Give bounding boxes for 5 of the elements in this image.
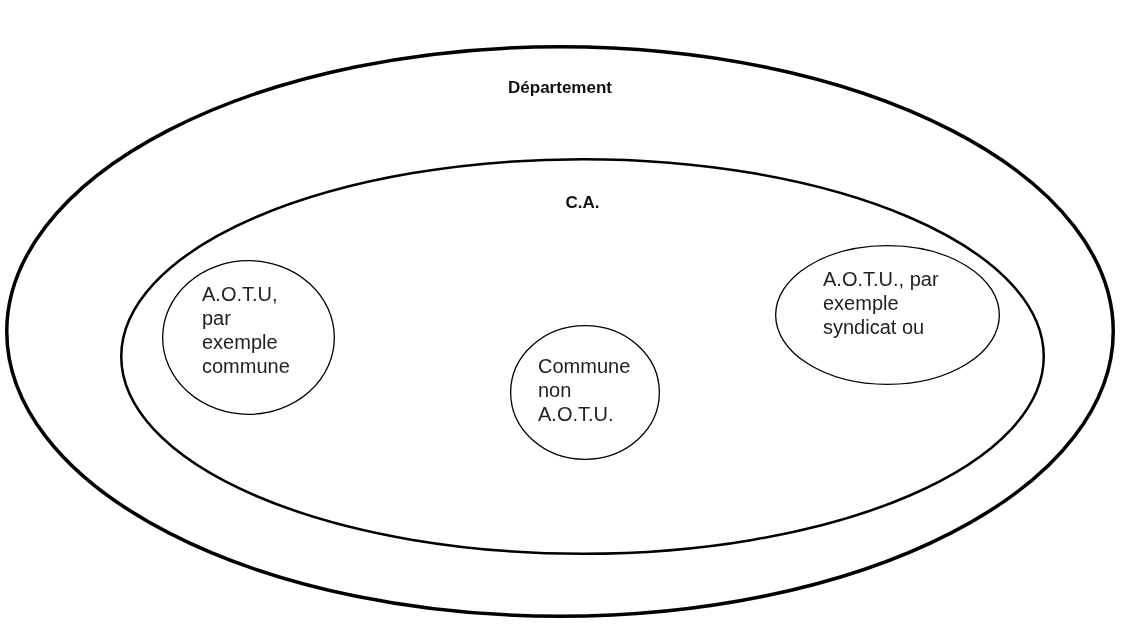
region-label: Commune non A.O.T.U. [538,354,628,426]
region-heading: Département [507,78,613,98]
region-heading: C.A. [564,193,601,213]
region-label: A.O.T.U, par exemple commune [202,282,291,378]
region-label: A.O.T.U., par exemple syndicat ou [823,267,940,339]
